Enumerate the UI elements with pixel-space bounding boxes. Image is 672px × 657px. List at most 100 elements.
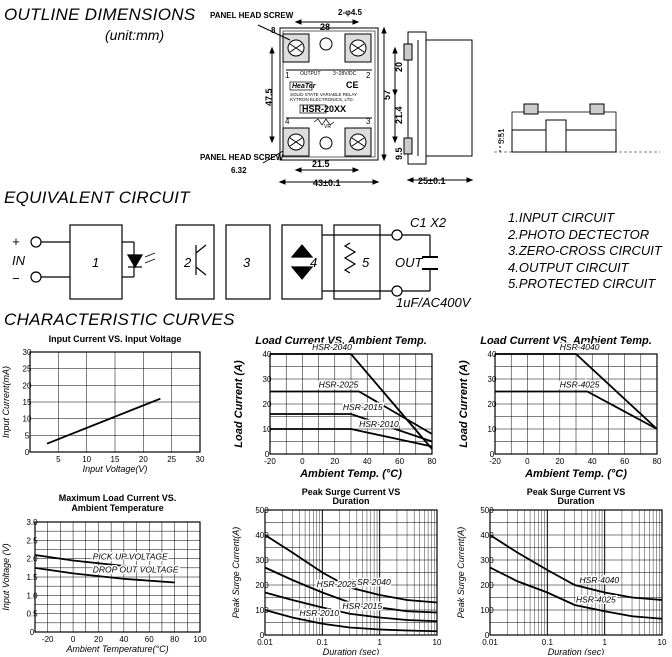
y-tick-label: 25 <box>23 365 32 374</box>
series-line <box>264 534 438 604</box>
dim-43: 43±0.1 <box>313 178 340 188</box>
outline-unit: (unit:mm) <box>105 27 165 43</box>
x-axis-label: Ambient Temp. (°C) <box>524 468 627 480</box>
dim-21-5: 21.5 <box>312 159 330 169</box>
outline-title: OUTLINE DIMENSIONS <box>4 5 196 24</box>
series-line <box>34 566 175 584</box>
mount-hole-top <box>319 37 333 51</box>
x-tick-label: 10 <box>658 638 667 647</box>
plot-frame <box>264 509 438 636</box>
chart-title: Input Current VS. Input Voltage <box>49 334 182 344</box>
out-label: OUT <box>395 255 424 270</box>
legend-item: 3.ZERO-CROSS CIRCUIT <box>508 243 662 258</box>
x-tick-label: 5 <box>56 455 61 464</box>
series-line <box>495 353 658 430</box>
y-tick-label: 10 <box>488 425 497 434</box>
x-tick-label: -20 <box>489 457 501 466</box>
characteristic-curves-title: CHARACTERISTIC CURVES <box>4 310 235 329</box>
mount-hole-bottom <box>319 136 333 150</box>
input-terminal-minus <box>30 271 42 283</box>
dim-21-4: 21.4 <box>394 106 404 124</box>
series-line <box>46 397 161 445</box>
x-tick-label: 0.01 <box>482 638 498 647</box>
legend-item: 1.INPUT CIRCUIT <box>508 210 615 225</box>
chart-grid <box>34 521 201 633</box>
outline-drawing: PANEL HEAD SCREW PANEL HEAD SCREW 2-φ4.5… <box>200 8 660 188</box>
relay-front-outline <box>279 27 379 161</box>
y-tick-label: 30 <box>23 348 32 357</box>
ce-mark: CE <box>346 80 359 90</box>
plus-label: + <box>12 234 20 249</box>
x-tick-label: 0 <box>300 457 305 466</box>
legend-item: 2.PHOTO DECTECTOR <box>508 226 650 242</box>
y-tick-label: 0 <box>30 628 35 637</box>
series-line <box>489 534 663 601</box>
plot-frame <box>29 351 201 453</box>
y-tick-label: 3.0 <box>26 518 38 527</box>
series-line <box>495 390 658 430</box>
y-tick-label: 100 <box>480 606 494 615</box>
c1-label: C1 X2 <box>410 215 447 230</box>
y-tick-label: 200 <box>255 581 269 590</box>
y-tick-label: 40 <box>488 350 497 359</box>
label-hole: 2-φ4.5 <box>338 8 363 17</box>
chart-title: Peak Surge Current VS <box>302 487 401 497</box>
y-tick-label: 10 <box>263 425 272 434</box>
x-tick-label: -20 <box>264 457 276 466</box>
plot-frame <box>489 509 663 636</box>
series-label: HSR-2015 <box>343 402 383 412</box>
series-line <box>264 609 438 633</box>
chart-title: Maximum Load Current VS. <box>59 493 177 503</box>
output-terminal-1 <box>391 229 403 241</box>
y-tick-label: 500 <box>255 506 269 515</box>
x-tick-label: 80 <box>653 457 662 466</box>
x-tick-label: 60 <box>395 457 404 466</box>
x-tick-label: 20 <box>94 635 103 644</box>
dim-3-51: 3.51 <box>497 128 506 144</box>
y-tick-label: 0 <box>25 448 30 457</box>
series-label: HSR-2040 <box>351 577 391 587</box>
block-2-label: 2 <box>183 255 192 270</box>
pin-4: 4 <box>285 117 290 126</box>
x-tick-label: 1 <box>602 638 607 647</box>
y-tick-label: 1.5 <box>26 573 38 582</box>
label-output: OUTPUT <box>300 71 321 77</box>
x-tick-label: 40 <box>363 457 372 466</box>
series-label: HSR-2010 <box>359 419 399 429</box>
chart-grid <box>29 351 201 453</box>
block-4-label: 4 <box>310 255 317 270</box>
x-axis-label: Input Voltage(V) <box>83 464 148 474</box>
model-number: HSR-20XX <box>302 104 346 114</box>
series-label: HSR-2010 <box>299 608 339 618</box>
chart-title-line2: Duration <box>333 496 370 506</box>
y-tick-label: 400 <box>255 531 269 540</box>
minus-label: − <box>12 271 20 286</box>
dim-25: 25±0.1 <box>418 176 445 186</box>
series-line <box>270 428 433 448</box>
x-axis-label: Ambient Temperature(°C) <box>65 644 168 654</box>
chart-title-line2: Duration <box>558 496 595 506</box>
y-tick-label: 100 <box>255 606 269 615</box>
x-tick-label: 100 <box>193 635 207 644</box>
y-tick-label: 20 <box>263 400 272 409</box>
dim-6-32: 6.32 <box>231 166 247 175</box>
chart-title: Peak Surge Current VS <box>527 487 626 497</box>
y-tick-label: 30 <box>488 375 497 384</box>
block-output <box>281 224 323 300</box>
series-label: HSR-4025 <box>560 380 600 390</box>
y-tick-label: 15 <box>23 398 32 407</box>
y-tick-label: 1.0 <box>26 591 38 600</box>
series-label: HSR-4040 <box>560 342 600 352</box>
block-1-label: 1 <box>92 255 99 270</box>
cap-label: 1uF/AC400V <box>396 295 472 310</box>
chart-title-line2: Ambient Temperature <box>71 503 163 513</box>
y-tick-label: 200 <box>480 581 494 590</box>
y-axis-label: Load Current (A) <box>233 360 245 448</box>
x-tick-label: 20 <box>139 455 148 464</box>
series-label: HSR-2025 <box>317 579 357 589</box>
input-terminal-plus <box>30 236 42 248</box>
block-5-label: 5 <box>362 255 370 270</box>
